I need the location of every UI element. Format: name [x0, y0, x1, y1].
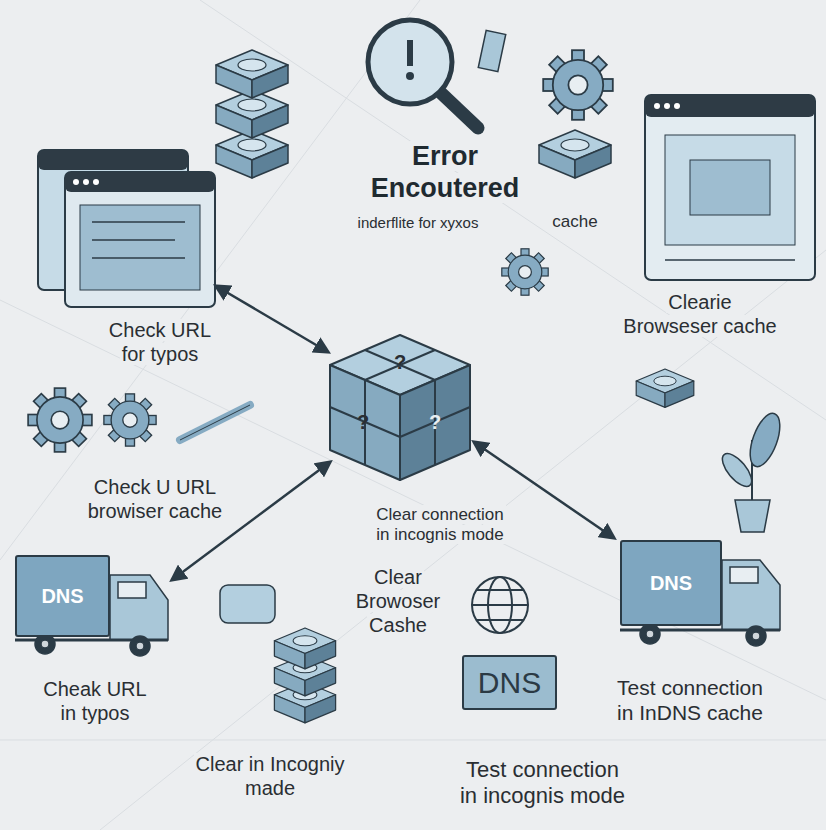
symbol-mark: ? [392, 351, 408, 373]
label-box: ? [390, 350, 410, 374]
step-label: Clear Browoser Cashe [354, 566, 442, 636]
truck-cargo: DNS [15, 555, 110, 637]
storage-stack [216, 50, 288, 178]
step-label: Test connection in InDNS cache [615, 676, 765, 724]
arrow-lines [172, 286, 614, 580]
truck-cargo: DNS [620, 540, 722, 626]
label-box: Cheak URL in typos [35, 677, 155, 725]
globe-icon [472, 577, 528, 633]
magnifier-icon [368, 20, 506, 128]
label-box: cache [540, 212, 610, 232]
browser-windows [38, 150, 215, 307]
symbol-mark: ? [355, 411, 371, 433]
label-box: Test connection in incognis mode [455, 757, 630, 810]
storage-block [636, 369, 694, 407]
step-label: Test connection in incognis mode [458, 757, 627, 808]
step-label: Check URL for typos [107, 319, 213, 365]
dns-sign: DNS [462, 655, 557, 710]
label-box: Check URL for typos [100, 318, 220, 366]
diagram-title: Error Encoutered [369, 141, 522, 203]
label-box: Test connection in InDNS cache [605, 675, 775, 725]
step-label: cache [550, 212, 599, 231]
label-box: Clear connection in incognis mode [370, 505, 510, 546]
title-box: Error Encoutered [340, 140, 550, 205]
label-box: Clearie Browseser cache [620, 290, 780, 338]
label-box: inderflite for xyxos [318, 214, 518, 232]
label-box: Check U URL browiser cache [75, 475, 235, 523]
central-cube [330, 335, 470, 480]
step-label: inderflite for xyxos [356, 214, 481, 231]
label-box: ? [425, 410, 445, 434]
browser-window [645, 95, 815, 280]
symbol-mark: ? [427, 411, 443, 433]
node-text: DNS [650, 572, 692, 595]
label-box: ? [353, 410, 373, 434]
plant-icon [717, 410, 786, 532]
step-label: Clearie Browseser cache [621, 291, 778, 337]
step-label: Cheak URL in typos [41, 678, 148, 724]
label-box: Clear Browoser Cashe [348, 565, 448, 637]
node-text: DNS [41, 585, 83, 608]
gear-icons [28, 388, 250, 452]
storage-stack [274, 628, 335, 723]
step-label: Clear in Incogniy made [194, 753, 347, 799]
app-icon [220, 585, 275, 623]
label-box: Clear in Incogniy made [190, 752, 350, 800]
node-text: DNS [478, 666, 541, 700]
step-label: Clear connection in incognis mode [374, 505, 506, 544]
step-label: Check U URL browiser cache [86, 476, 225, 522]
